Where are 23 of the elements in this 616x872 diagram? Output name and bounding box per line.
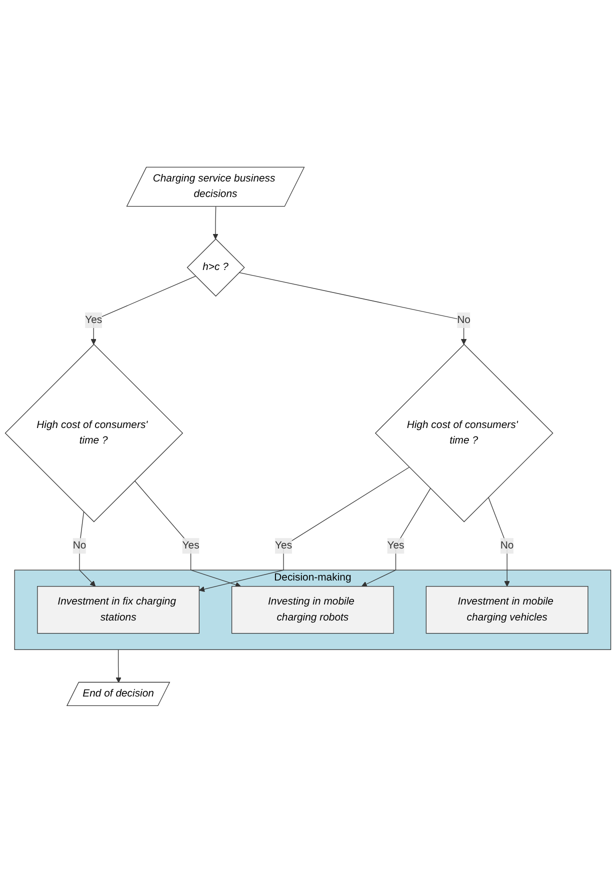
- edge-label: No: [457, 314, 470, 325]
- arrow: [212, 206, 218, 239]
- node-diamond: [4, 343, 184, 522]
- arrow: [488, 496, 510, 586]
- node-box: [231, 586, 394, 634]
- arrow: [90, 275, 196, 344]
- arrow: [238, 272, 467, 344]
- edge-label: Yes: [182, 540, 200, 551]
- edge-label: Yes: [275, 540, 292, 551]
- edge-label: Yes: [85, 314, 102, 325]
- node-diamond: [374, 343, 554, 522]
- arrow: [79, 511, 96, 586]
- node-diamond: [186, 238, 245, 296]
- arrow: [361, 488, 431, 586]
- arrow: [116, 648, 122, 682]
- node-box: [37, 586, 200, 634]
- cluster: [14, 569, 612, 650]
- arrow: [198, 466, 410, 592]
- arrow: [134, 480, 241, 587]
- edge-label: No: [72, 540, 86, 551]
- edge-label: Yes: [387, 540, 404, 551]
- edge-label: No: [500, 540, 514, 551]
- node-box: [426, 586, 588, 634]
